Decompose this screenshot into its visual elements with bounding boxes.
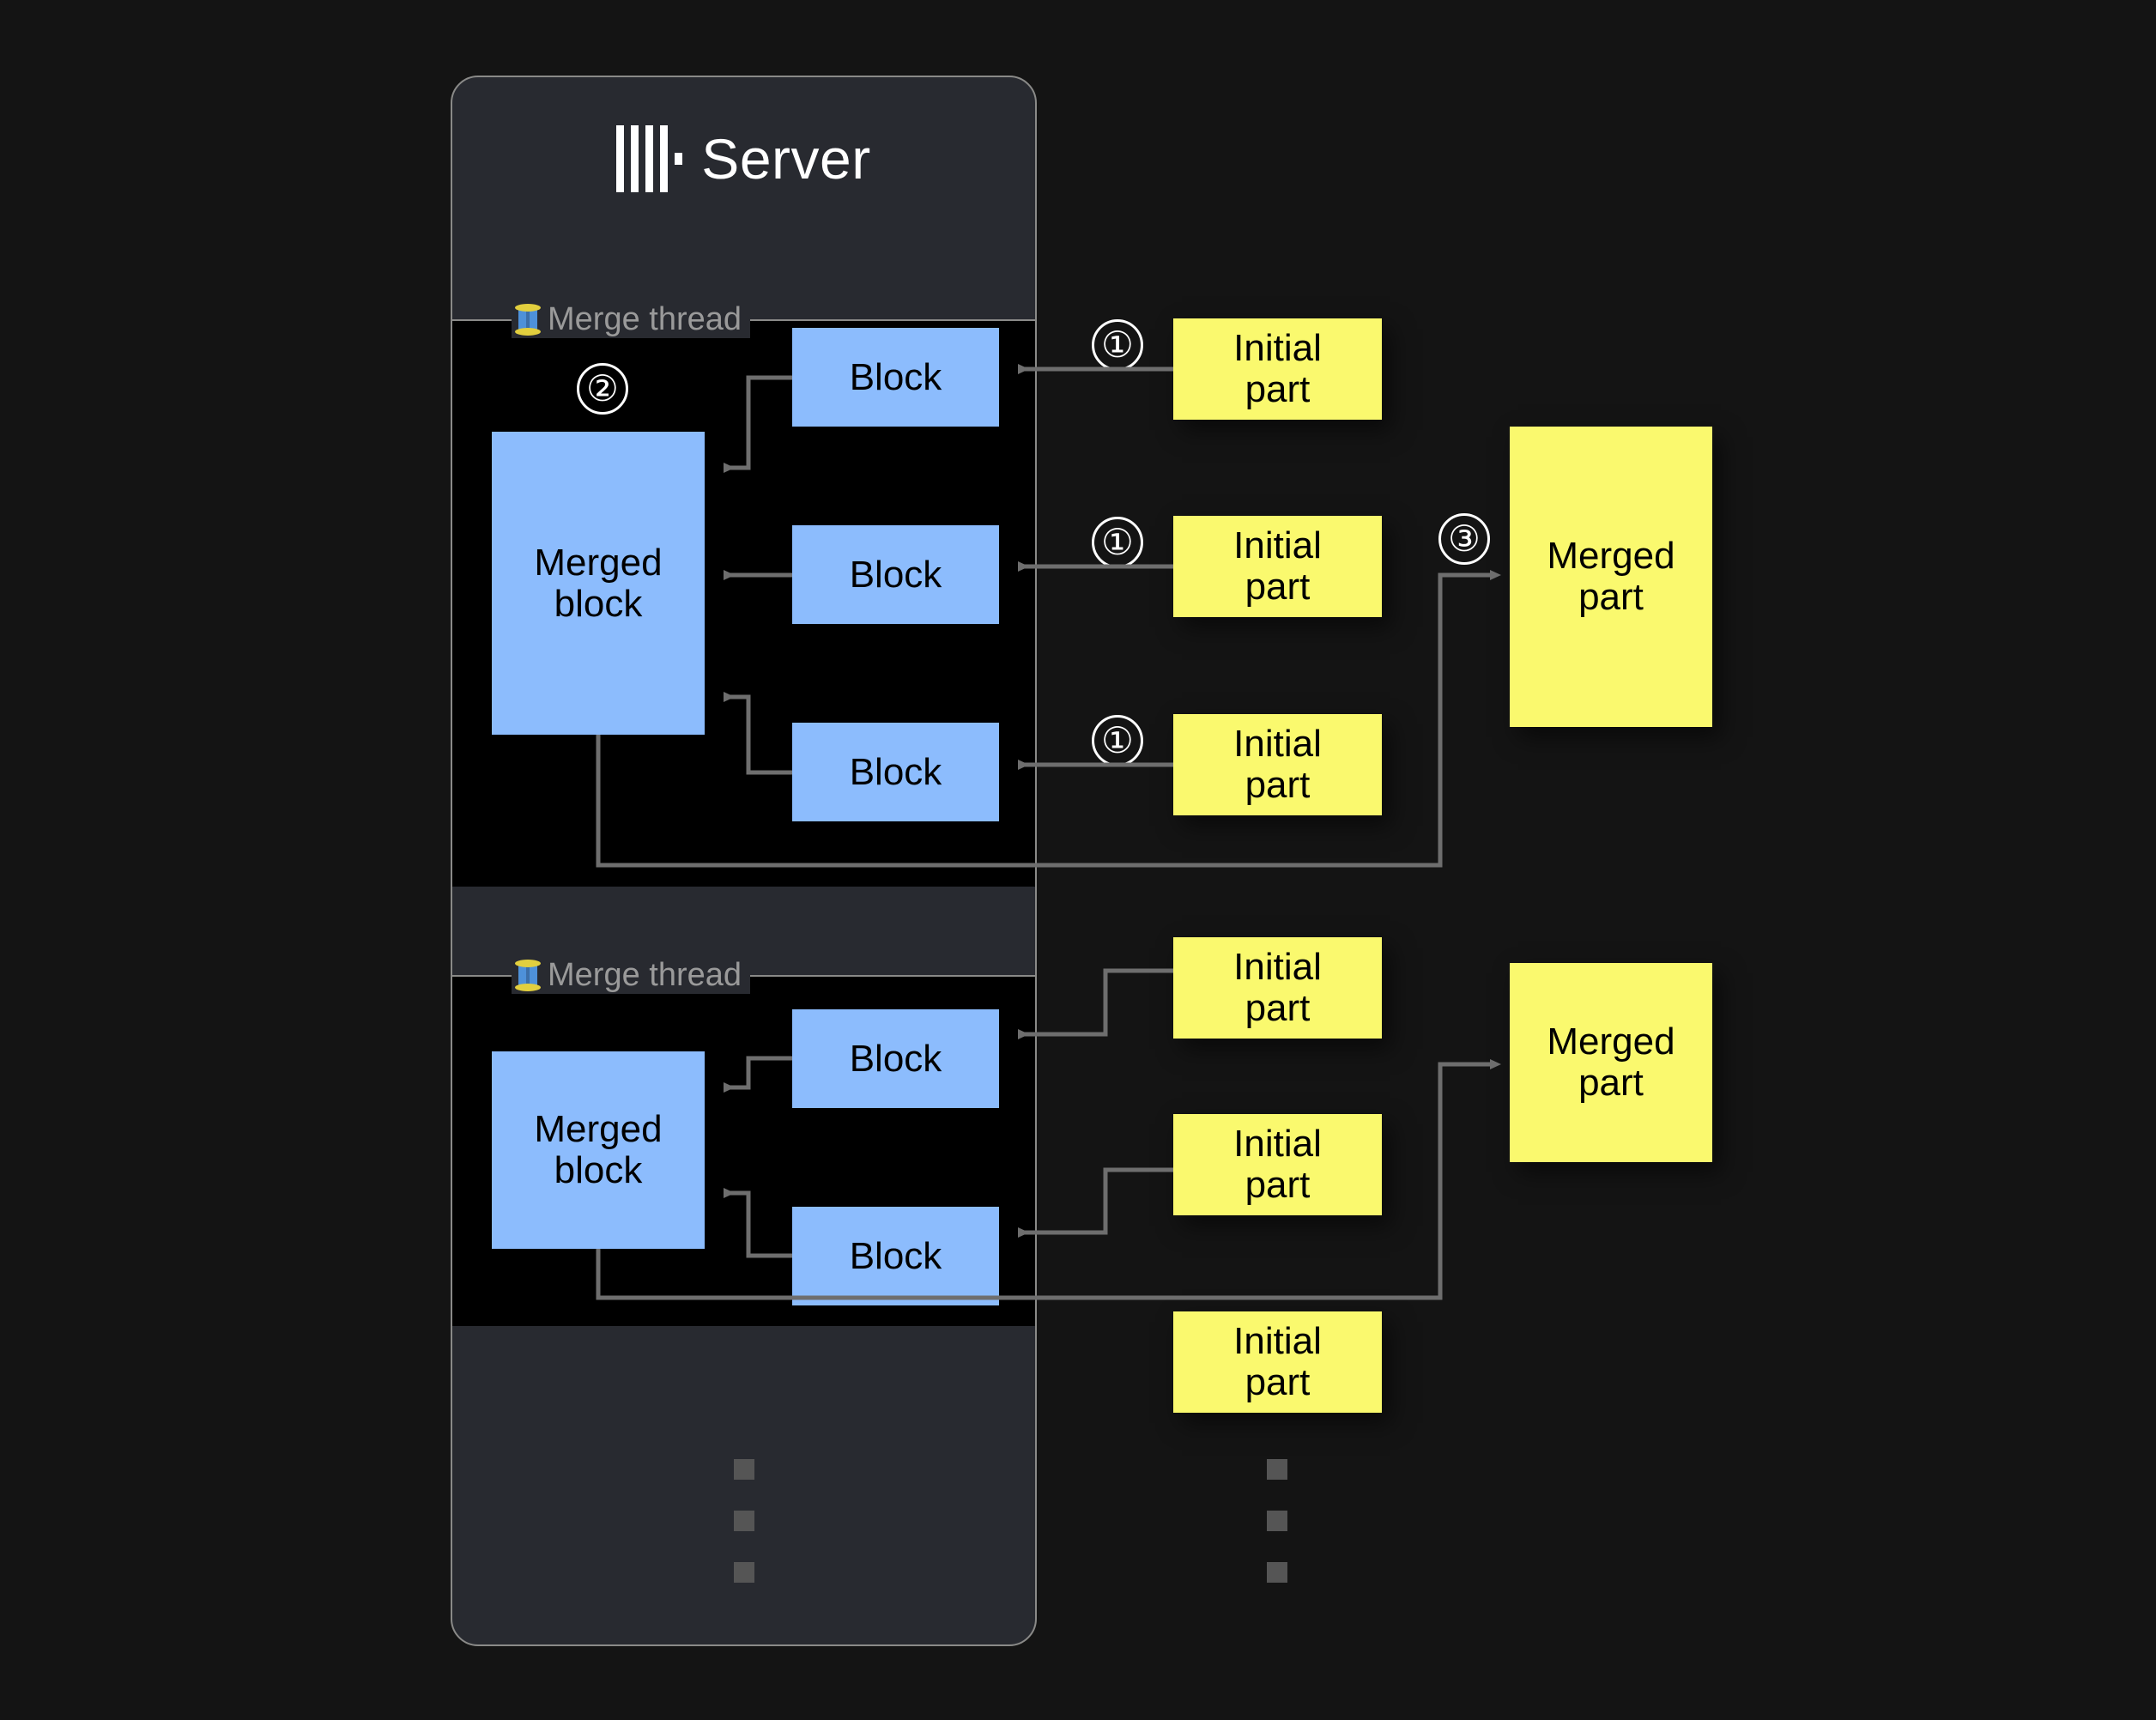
thread-spool-icon bbox=[515, 302, 541, 336]
ellipsis-dot bbox=[1267, 1562, 1287, 1583]
merge-thread-label: Merge thread bbox=[548, 301, 742, 337]
block-1-2: Block bbox=[792, 525, 999, 624]
ellipsis-dot bbox=[734, 1562, 754, 1583]
ellipsis-dot bbox=[734, 1511, 754, 1531]
block-2-1: Block bbox=[792, 1009, 999, 1108]
step-marker-2: ② bbox=[577, 363, 628, 415]
merge-thread-legend-2: Merge thread bbox=[512, 956, 751, 994]
block-1-1-label: Block bbox=[849, 355, 942, 398]
edge-initialpart5-to-block22 bbox=[1018, 1167, 1173, 1238]
server-header: Server bbox=[451, 107, 1037, 210]
block-1-3-label: Block bbox=[849, 750, 942, 793]
merged-block-1: Merged block bbox=[492, 432, 705, 735]
ellipsis-dot bbox=[1267, 1511, 1287, 1531]
ellipsis-dot bbox=[1267, 1459, 1287, 1480]
block-1-3: Block bbox=[792, 723, 999, 821]
step-marker-1-a: ① bbox=[1092, 319, 1143, 371]
merge-thread-label: Merge thread bbox=[548, 957, 742, 993]
clickhouse-logo-icon bbox=[616, 125, 683, 192]
block-1-1: Block bbox=[792, 328, 999, 427]
ellipsis-dot bbox=[734, 1459, 754, 1480]
merged-block-2: Merged block bbox=[492, 1051, 705, 1249]
merged-block-1-label: Merged block bbox=[534, 541, 663, 625]
block-1-2-label: Block bbox=[849, 553, 942, 596]
thread-spool-icon bbox=[515, 958, 541, 992]
server-title: Server bbox=[701, 127, 871, 191]
server-column-ellipsis bbox=[734, 1459, 754, 1583]
step-marker-1-b: ① bbox=[1092, 517, 1143, 568]
block-2-2: Block bbox=[792, 1207, 999, 1305]
step-marker-3: ③ bbox=[1438, 513, 1490, 565]
parts-column-ellipsis bbox=[1267, 1459, 1287, 1583]
merged-block-2-label: Merged block bbox=[534, 1108, 663, 1191]
block-2-2-label: Block bbox=[849, 1234, 942, 1277]
merge-thread-legend-1: Merge thread bbox=[512, 300, 751, 338]
block-2-1-label: Block bbox=[849, 1037, 942, 1080]
step-marker-1-c: ① bbox=[1092, 715, 1143, 766]
edge-initialpart4-to-block21 bbox=[1018, 968, 1173, 1039]
